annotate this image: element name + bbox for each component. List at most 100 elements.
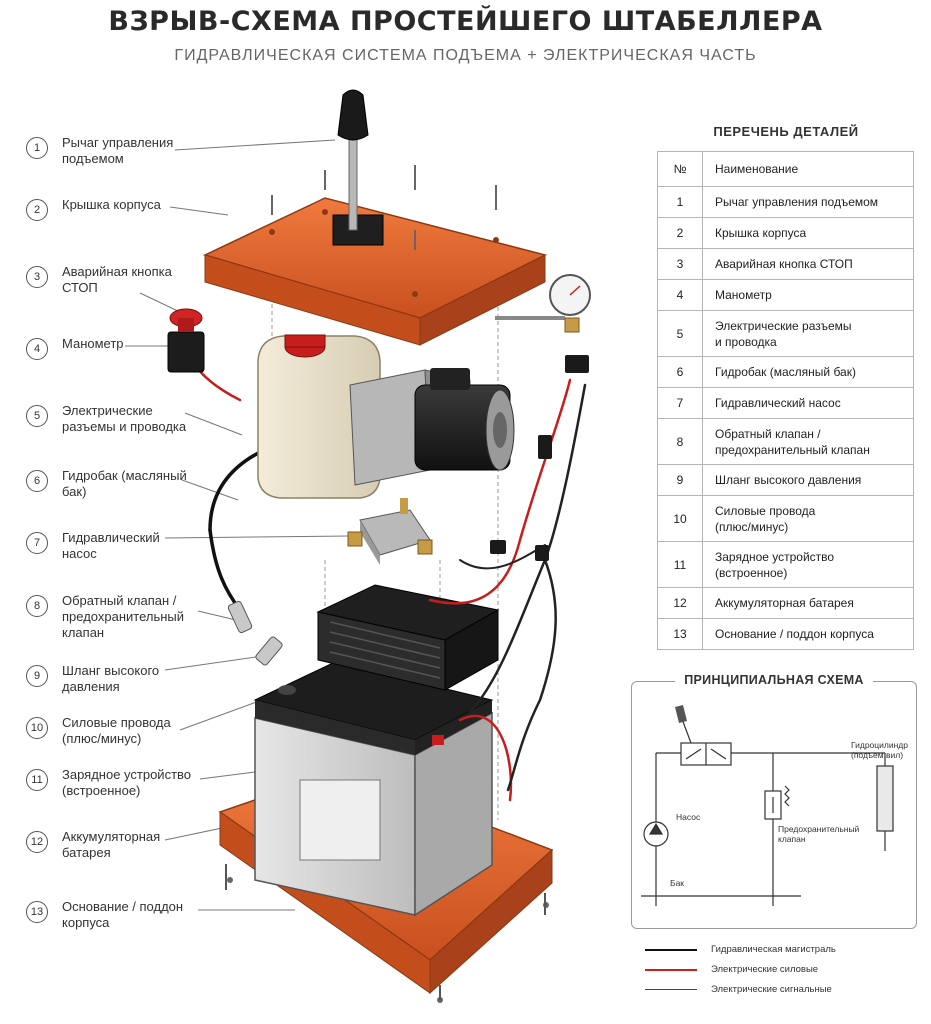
row-name: Аварийная кнопка СТОП (715, 257, 853, 271)
callout-11: 11 Зарядное устройство(встроенное) (26, 767, 197, 799)
legend-label: Гидравлическая магистраль (711, 944, 836, 955)
row-number: 2 (657, 217, 703, 249)
row-number: 11 (657, 541, 703, 588)
callout-label: Шланг высокого (62, 663, 160, 678)
charger (316, 584, 500, 691)
row-number: 4 (657, 279, 703, 311)
battery (253, 661, 494, 917)
callout-label: давления (62, 679, 120, 694)
callout-label: разъемы и проводка (62, 419, 187, 434)
callout-number: 6 (26, 470, 48, 492)
callout-number: 1 (26, 137, 48, 159)
row-number: 8 (657, 418, 703, 465)
control-lever (332, 89, 384, 246)
callout-label: насос (62, 546, 97, 561)
callout-number: 11 (26, 769, 48, 791)
callout-label: Основание / поддон (62, 899, 184, 914)
callout-label: корпуса (62, 915, 110, 930)
legend-swatch (645, 968, 697, 971)
emergency-stop (167, 308, 205, 373)
row-number: 12 (657, 587, 703, 619)
legend-swatch (645, 948, 697, 951)
row-name-2: (встроенное) (715, 565, 788, 580)
callout-number: 7 (26, 532, 48, 554)
row-number: 9 (657, 464, 703, 496)
cylinder-label: Гидроцилиндр(подъем вил) (851, 740, 908, 760)
row-name-2: (плюс/минус) (715, 519, 789, 534)
callout-label: бак) (62, 484, 87, 499)
callout-number: 2 (26, 199, 48, 221)
hydraulic-schematic (641, 705, 894, 906)
parts-list-heading: ПЕРЕЧЕНЬ ДЕТАЛЕЙ (713, 124, 859, 139)
table-row: 10 Силовые провода(плюс/минус) (657, 495, 914, 542)
row-name: Электрические разъемы (715, 318, 852, 333)
legend-label: Электрические сигнальные (711, 984, 832, 995)
page-subtitle: ГИДРАВЛИЧЕСКАЯ СИСТЕМА ПОДЪЕМА + ЭЛЕКТРИ… (174, 47, 757, 64)
row-name: Шланг высокого давления (715, 473, 862, 487)
legend-label: Электрические силовые (711, 964, 819, 975)
table-row: 12 Аккумуляторная батарея (657, 587, 914, 619)
legend-swatch (645, 989, 697, 990)
row-name: Манометр (715, 288, 772, 302)
pressure-gauge (495, 274, 591, 333)
table-row: 2 Крышка корпуса (657, 217, 914, 249)
row-number: 3 (657, 248, 703, 280)
legend-item-hydraulic: Гидравлическая магистраль (645, 944, 836, 955)
schematic-title: ПРИНЦИПИАЛЬНАЯ СХЕМА (675, 673, 873, 687)
callout-label: Крышка корпуса (62, 197, 161, 212)
row-name-2: предохранительный клапан (715, 442, 870, 457)
row-number: 13 (657, 618, 703, 650)
tank-label: Бак (670, 878, 685, 888)
row-name: Аккумуляторная батарея (715, 596, 854, 610)
hydraulic-tank (257, 334, 381, 499)
row-number: 1 (657, 186, 703, 218)
callout-label: клапан (62, 625, 105, 640)
page-title: ВЗРЫВ-СХЕМА ПРОСТЕЙШЕГО ШТАБЕЛЛЕРА (108, 6, 823, 37)
callout-number: 10 (26, 717, 48, 739)
callout-label: (встроенное) (62, 783, 141, 798)
leader-lines (125, 139, 351, 911)
row-number: 7 (657, 387, 703, 419)
callout-label: (плюс/минус) (62, 731, 142, 746)
connectors (490, 355, 589, 561)
row-name: Обратный клапан / (715, 426, 821, 441)
row-name: Крышка корпуса (715, 226, 807, 240)
bolts (271, 165, 497, 250)
check-valve (347, 498, 433, 565)
row-number: 10 (657, 495, 703, 542)
table-row: 3 Аварийная кнопка СТОП (657, 248, 914, 280)
callout-label: Манометр (62, 336, 124, 351)
table-header-row: № Наименование (657, 151, 914, 187)
callout-10: 10 Силовые провода(плюс/минус) (26, 715, 197, 747)
callout-number: 5 (26, 405, 48, 427)
callout-number: 3 (26, 266, 48, 288)
row-name-2: и проводка (715, 334, 777, 349)
callout-number: 8 (26, 595, 48, 617)
callout-2: 2 Крышка корпуса (26, 197, 197, 221)
column-header-number: № (657, 151, 703, 187)
schematic-panel (631, 681, 917, 929)
row-number: 5 (657, 310, 703, 357)
hose-fittings (227, 600, 283, 666)
column-header-name: Наименование (702, 151, 914, 187)
row-name: Гидравлический насос (715, 396, 841, 410)
callout-label: батарея (62, 845, 111, 860)
pump-motor (349, 368, 515, 486)
callout-label: СТОП (62, 280, 98, 295)
callout-number: 4 (26, 338, 48, 360)
row-name: Силовые провода (715, 503, 816, 518)
callout-label: Силовые провода (62, 715, 171, 730)
